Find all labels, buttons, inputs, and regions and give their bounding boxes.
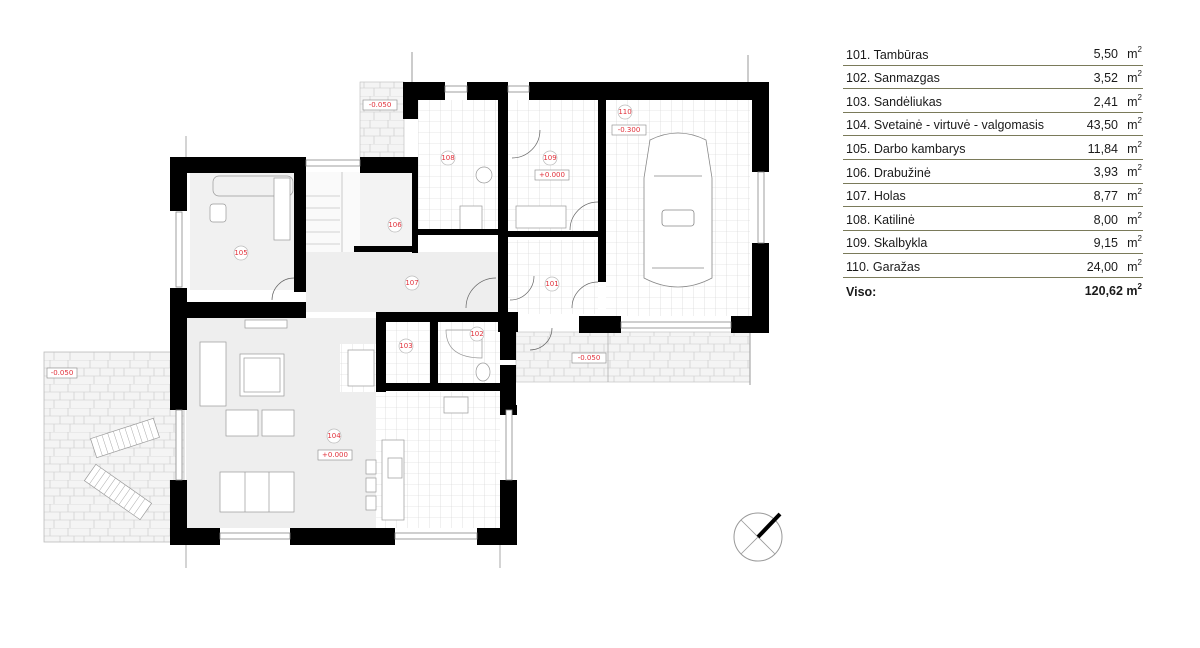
room-name: Holas [873, 189, 906, 204]
windows [175, 85, 765, 540]
unit: m [1127, 259, 1138, 274]
room-area: 3,52 [1093, 71, 1118, 86]
room-108-floor [418, 100, 498, 232]
room-number: 105. [846, 141, 871, 156]
walls [170, 82, 769, 545]
floor-plan: -0.050 -0.050 -0.050 [43, 52, 783, 568]
table-row: 104. Svetainė - virtuvė - valgomasis 43,5… [843, 113, 1143, 137]
table-row: 102. Sanmazgas 3,52 m2 [843, 66, 1143, 90]
room-area: 5,50 [1093, 47, 1118, 62]
room-tags [233, 104, 633, 444]
unit-exp: 2 [1137, 234, 1142, 244]
unit: m [1127, 212, 1138, 227]
room-number: 101. [846, 47, 871, 62]
living-furniture [199, 166, 567, 521]
table-row: 106. Drabužinė 3,93 m2 [843, 160, 1143, 184]
tag-107: 107 [405, 279, 418, 287]
unit: m [1127, 189, 1138, 204]
total-label: Viso: [846, 284, 877, 299]
tag-108: 108 [441, 154, 454, 162]
table-row: 109. Skalbykla 9,15 m2 [843, 231, 1143, 255]
tag-105: 105 [234, 249, 247, 257]
table-row: 105. Darbo kambarys 11,84 m2 [843, 136, 1143, 160]
room-name: Garažas [872, 259, 921, 274]
level-living: +0.000 [322, 451, 348, 459]
tag-110: 110 [618, 108, 631, 116]
table-row: 103. Sandėliukas 2,41 m2 [843, 89, 1143, 113]
level-side-entrance: -0.050 [369, 101, 392, 109]
side-entrance-paving: -0.050 [359, 52, 413, 161]
unit-exp: 2 [1137, 92, 1142, 102]
table-row: 110. Garažas 24,00 m2 [843, 254, 1143, 278]
table-row: 107. Holas 8,77 m2 [843, 184, 1143, 208]
doors [271, 129, 599, 351]
unit: m [1127, 71, 1138, 86]
tag-109: 109 [543, 154, 556, 162]
total-row: Viso: 120,62 m2 [843, 278, 1143, 302]
room-name: Sanmazgas [873, 71, 940, 86]
room-name: Skalbykla [873, 236, 928, 251]
level-garage: -0.300 [618, 126, 641, 134]
room-number: 108. [846, 212, 871, 227]
room-area: 8,00 [1093, 212, 1118, 227]
unit: m [1127, 236, 1138, 251]
room-number: 109. [846, 236, 871, 251]
tag-101: 101 [545, 280, 558, 288]
stair-area [306, 172, 360, 252]
room-area: 8,77 [1093, 189, 1118, 204]
unit-exp: 2 [1137, 69, 1142, 79]
unit-exp: 2 [1137, 257, 1142, 267]
room-area: 9,15 [1093, 236, 1118, 251]
unit: m [1127, 94, 1138, 109]
room-area: 43,50 [1086, 118, 1118, 133]
room-102-floor [438, 318, 500, 386]
unit-exp: 2 [1137, 139, 1142, 149]
table-row: 101. Tambūras 5,50 m2 [843, 42, 1143, 66]
unit-exp: 2 [1137, 163, 1142, 173]
room-name: Katilinė [873, 212, 915, 227]
unit-exp: 2 [1137, 187, 1142, 196]
room-number: 104. [846, 118, 871, 133]
level-laundry: +0.000 [539, 171, 565, 179]
front-paving: -0.050 [515, 55, 751, 385]
downpipes [185, 136, 501, 568]
staircase [306, 172, 343, 252]
tag-102: 102 [470, 330, 483, 338]
unit: m [1127, 165, 1138, 180]
tag-103: 103 [399, 342, 412, 350]
room-107-floor [306, 252, 500, 312]
car-icon [643, 132, 713, 288]
unit-exp: 2 [1137, 282, 1142, 292]
room-area: 3,93 [1093, 165, 1118, 180]
room-area: 2,41 [1093, 94, 1118, 109]
terrace: -0.050 [43, 351, 185, 543]
level-front-entrance: -0.050 [578, 354, 601, 362]
room-number: 106. [846, 165, 871, 180]
room-area: 11,84 [1087, 141, 1118, 156]
unit-exp: 2 [1137, 45, 1142, 55]
room-area: 24,00 [1086, 259, 1118, 274]
room-name: Svetainė - virtuvė - valgomasis [873, 118, 1045, 133]
unit-exp: 2 [1137, 210, 1142, 220]
room-number: 107. [846, 189, 871, 204]
unit-exp: 2 [1137, 116, 1142, 126]
unit: m [1127, 47, 1138, 62]
room-106-floor [360, 172, 418, 250]
room-name: Tambūras [873, 47, 929, 62]
tag-106: 106 [388, 221, 402, 229]
room-number: 103. [846, 94, 871, 109]
unit: m [1127, 118, 1138, 133]
table-row: 108. Katilinė 8,00 m2 [843, 207, 1143, 231]
total-area: 120,62 m [1084, 284, 1138, 299]
room-number: 102. [846, 71, 871, 86]
tag-104: 104 [327, 432, 341, 440]
room-name: Darbo kambarys [873, 141, 966, 156]
north-arrow-icon [733, 512, 783, 562]
room-number: 110. [846, 259, 870, 274]
room-name: Sandėliukas [873, 94, 942, 109]
room-name: Drabužinė [873, 165, 931, 180]
unit: m [1127, 141, 1138, 156]
level-terrace: -0.050 [51, 369, 74, 377]
